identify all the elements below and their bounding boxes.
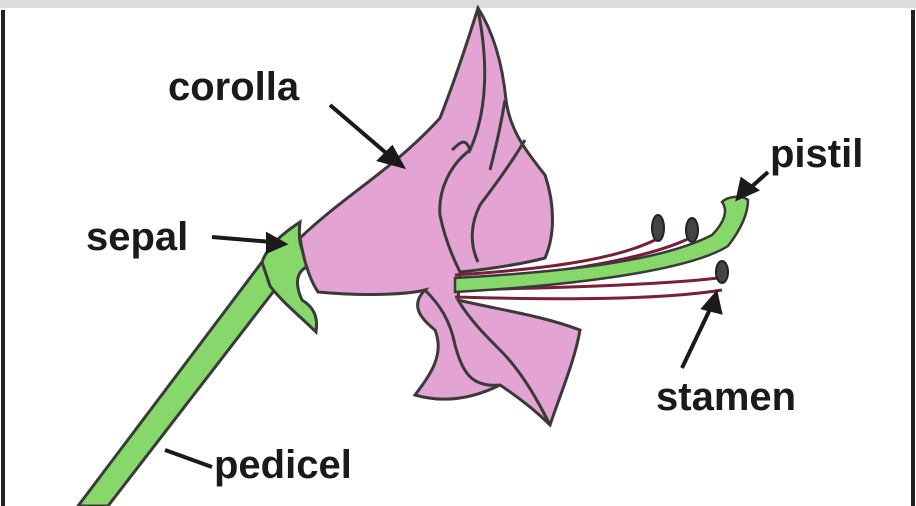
top-edge-strip bbox=[0, 0, 916, 8]
label-corolla: corolla bbox=[168, 65, 300, 109]
label-stamen: stamen bbox=[656, 375, 796, 419]
label-pedicel: pedicel bbox=[214, 443, 352, 487]
label-sepal: sepal bbox=[86, 215, 188, 259]
label-pistil: pistil bbox=[770, 132, 863, 176]
